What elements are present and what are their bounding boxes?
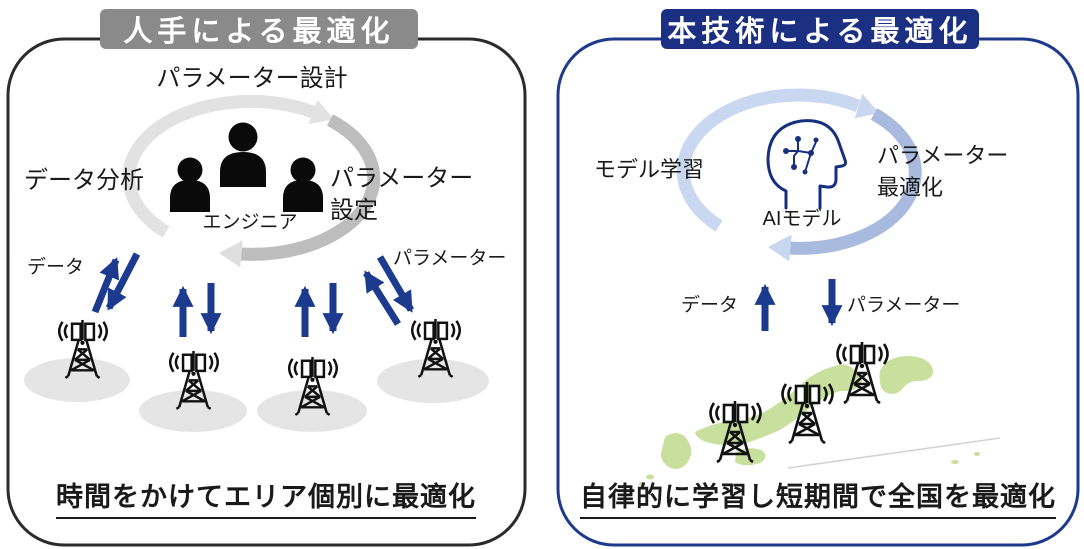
ai-uplink-label: データ bbox=[681, 295, 739, 316]
map-inset-line bbox=[787, 437, 1001, 469]
down-arrow-icon bbox=[376, 255, 415, 313]
ai-panel-title-badge: 本技術による最適化 bbox=[661, 9, 979, 49]
ai-caption: 自律的に学習し短期間で全国を最適化 bbox=[580, 475, 1056, 519]
ai-step-parameter-optimization-line2: 最適化 bbox=[877, 175, 944, 200]
ai-panel-border bbox=[556, 37, 1080, 547]
ai-model-label: AIモデル bbox=[762, 208, 842, 230]
coverage-ellipses bbox=[24, 358, 489, 432]
ai-flow-arrows bbox=[754, 279, 843, 331]
ai-downlink-label: パラメーター bbox=[847, 295, 961, 316]
up-arrow-icon bbox=[91, 257, 120, 314]
manual-caption: 時間をかけてエリア個別に最適化 bbox=[56, 475, 476, 519]
manual-step-parameter-setting-line1: パラメーター bbox=[330, 165, 474, 192]
engineers-group-icon bbox=[170, 122, 323, 212]
manual-cycle-arrows-icon bbox=[122, 94, 381, 268]
manual-downlink-label: パラメーター bbox=[393, 248, 507, 269]
engineers-label: エンジニア bbox=[202, 212, 298, 233]
ai-step-parameter-optimization-line1: パラメーター bbox=[877, 143, 1009, 168]
ai-head-circuit-icon bbox=[766, 119, 848, 210]
manual-caption-wrap: 時間をかけてエリア個別に最適化 bbox=[26, 475, 506, 519]
manual-panel-border bbox=[6, 37, 527, 547]
up-arrow-icon bbox=[363, 270, 401, 326]
manual-flow-arrows bbox=[91, 252, 415, 337]
ai-cycle-arrows-icon bbox=[676, 88, 922, 262]
ai-step-model-learning: モデル学習 bbox=[594, 157, 705, 182]
manual-panel-title-badge: 人手による最適化 bbox=[100, 9, 418, 49]
manual-step-parameter-design: パラメーター設計 bbox=[156, 65, 348, 92]
ai-caption-wrap: 自律的に学習し短期間で全国を最適化 bbox=[578, 475, 1058, 519]
manual-uplink-label: データ bbox=[27, 257, 85, 278]
manual-step-parameter-setting-line2: 設定 bbox=[330, 197, 378, 224]
manual-step-data-analysis: データ分析 bbox=[24, 167, 144, 194]
down-arrow-icon bbox=[105, 252, 141, 311]
